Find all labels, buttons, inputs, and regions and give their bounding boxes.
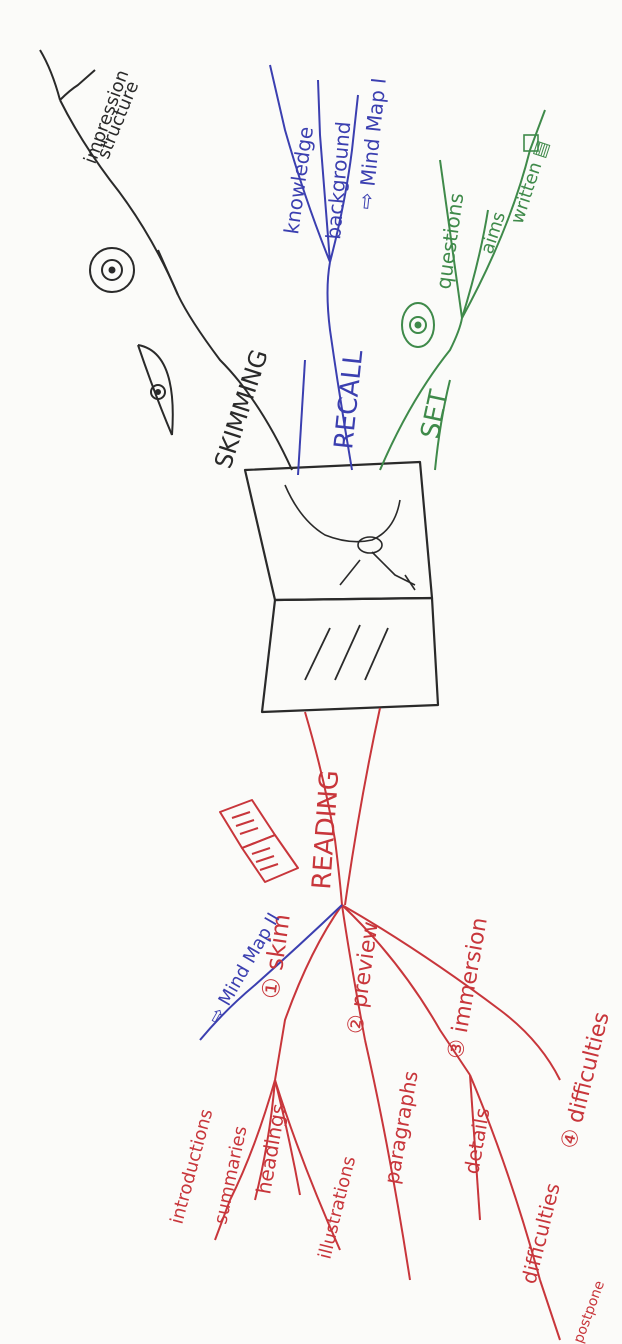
center-book-icon [245, 462, 438, 712]
branch-set [380, 110, 545, 470]
branch-reading [215, 708, 560, 1340]
recall-child-knowledge: knowledge [279, 125, 318, 236]
set-child-aims: aims [477, 209, 510, 256]
immersion-child-postpone: postpone [571, 1279, 608, 1344]
immersion-child-difficulties: difficulties [517, 1181, 565, 1287]
target-icon [90, 248, 134, 292]
preview-child-paragraphs: paragraphs [379, 1069, 423, 1186]
target-icon [402, 303, 434, 347]
skim-child-introductions: introductions [167, 1107, 218, 1226]
skimming-label: SKIMMING [209, 346, 274, 472]
set-child-questions: questions [431, 191, 468, 290]
skim-child-summaries: summaries [210, 1124, 251, 1226]
preview-label: ② preview [343, 920, 384, 1036]
immersion-label: ③ immersion [443, 916, 492, 1061]
difficulties-label: ④ difficulties [557, 1010, 615, 1152]
set-label: SET [416, 387, 456, 441]
skim-child-headings: headings [251, 1102, 290, 1196]
open-book-icon [220, 800, 298, 882]
immersion-child-details: details [459, 1106, 494, 1176]
recall-child-background: background [321, 120, 355, 240]
eye-icon [138, 345, 173, 435]
set-child-written: written ▤ [507, 138, 554, 227]
